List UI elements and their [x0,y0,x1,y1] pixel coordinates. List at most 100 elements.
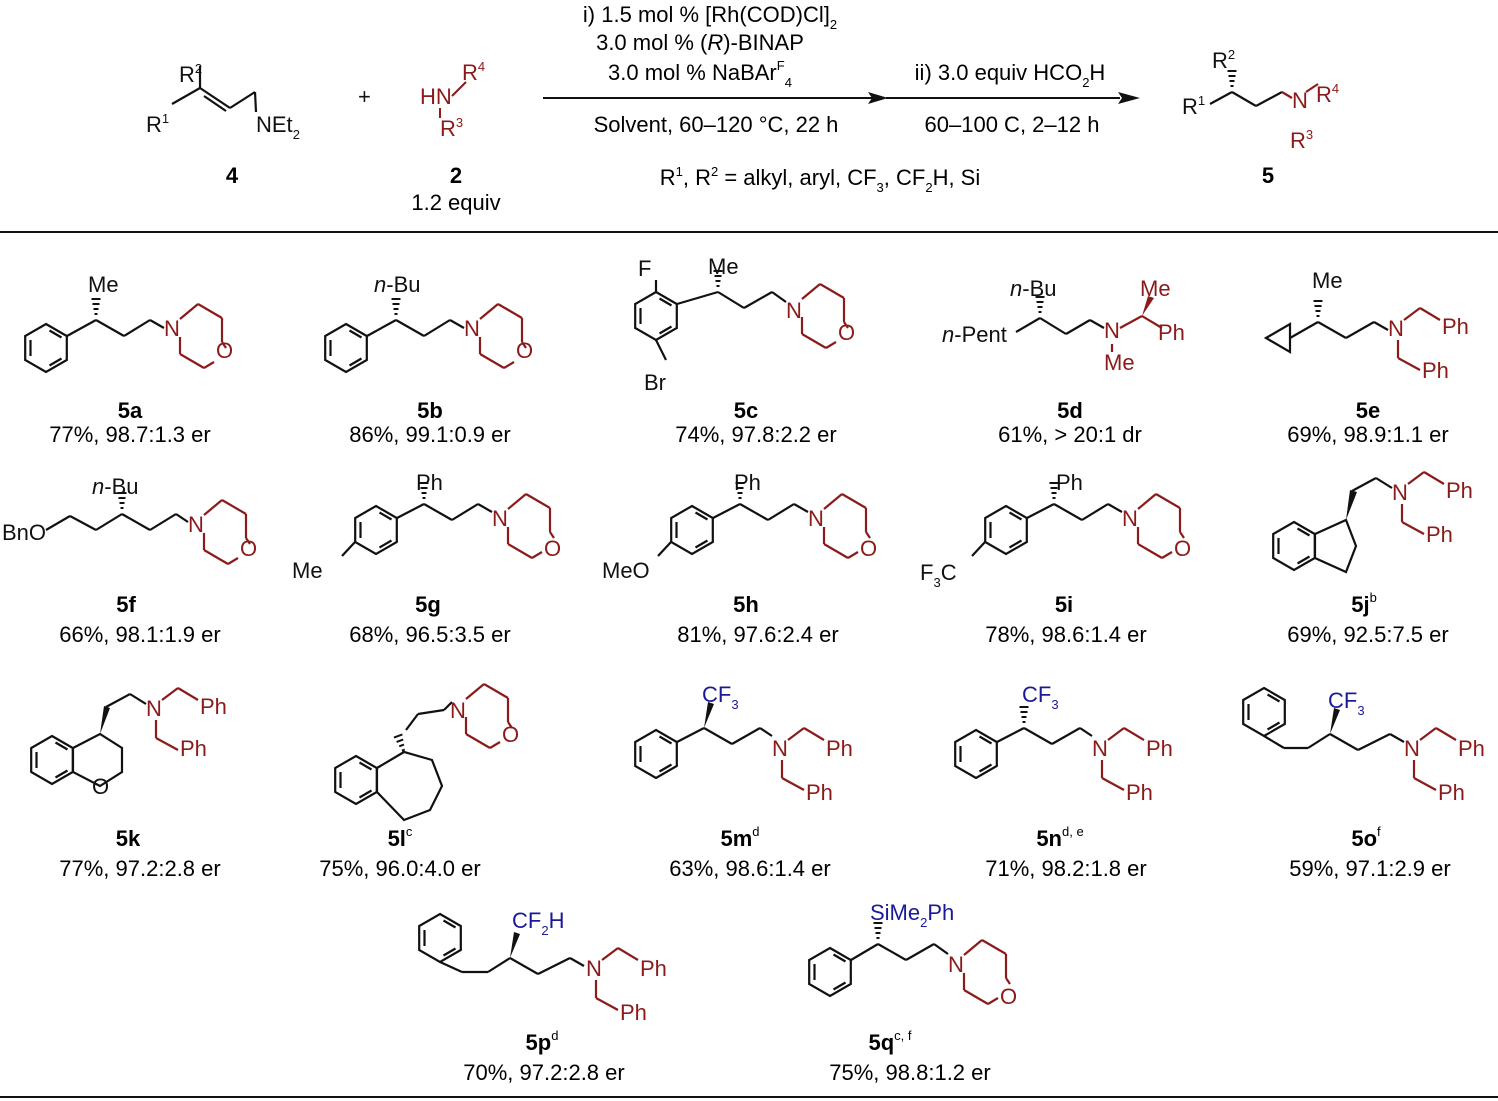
compound-id: 5pd [526,1028,559,1055]
compound-id: 5g [415,592,441,617]
n-atom: N [1122,506,1138,531]
n-atom: N [492,506,508,531]
compound-5i: F3C Ph N O 5i 78%, 98.6:1.4 er [920,470,1191,647]
o-atom: O [216,338,233,363]
result: 86%, 99.1:0.9 er [349,422,510,447]
ph-1: Ph [826,736,853,761]
ph-2: Ph [1426,522,1453,547]
step2-below: 60–100 C, 2–12 h [925,112,1100,137]
step1-below: Solvent, 60–120 °C, 22 h [594,112,839,137]
result: 77%, 98.7:1.3 er [49,422,210,447]
compound-id: 5i [1055,592,1073,617]
svg-text:3.0 mol % NaBArF4: 3.0 mol % NaBArF4 [608,58,792,90]
compound-5g: Me Ph N O 5g 68%, 96.5:3.5 er [292,470,561,647]
o-atom: O [544,536,561,561]
compound-id: 5lc [388,824,413,851]
reactant-2-structure: HN R4 R3 [420,59,485,141]
o-atom: O [1174,536,1191,561]
substituent: n-Bu [92,474,139,499]
result: 69%, 92.5:7.5 er [1287,622,1448,647]
ph-1: Ph [640,956,667,981]
svg-text:3.0 mol % (R)-BINAP: 3.0 mol % (R)-BINAP [596,30,804,55]
ph-2: Ph [806,780,833,805]
reactant-4-label: 4 [226,163,239,188]
step1-arrowhead [868,92,888,104]
substituent: Ph [734,470,761,495]
substituent: CF2H [512,908,564,938]
step2-conditions: ii) 3.0 equiv HCO2H 60–100 C, 2–12 h [915,60,1106,137]
step1-conditions: i) 1.5 mol % [Rh(COD)Cl]2 3.0 mol % (R)-… [583,2,839,137]
n-atom: N [1404,736,1420,761]
n-atom: N [450,698,466,723]
reactant-4-r2: R [179,62,195,87]
result: 63%, 98.6:1.4 er [669,856,830,881]
n-atom: N [948,952,964,977]
reactant-2-r3: R [440,116,456,141]
step2-above: ii) 3.0 equiv HCO [915,60,1083,85]
result: 74%, 97.8:2.2 er [675,422,836,447]
compound-id: 5of [1351,824,1381,851]
n-atom: N [1092,736,1108,761]
scope-note: R1, R2 = alkyl, aryl, CF3, CF2H, Si [660,164,981,195]
n-atom: N [786,298,802,323]
result: 77%, 97.2:2.8 er [59,856,220,881]
compound-5j: N Ph Ph 5jb 69%, 92.5:7.5 er [1272,470,1473,647]
product-5-r3: R [1290,128,1306,153]
para-group: Me [292,558,323,583]
n-atom: N [1392,480,1408,505]
substituent: CF3 [1022,682,1059,712]
result: 70%, 97.2:2.8 er [463,1060,624,1085]
compound-id: 5d [1057,398,1083,423]
ph-1: Ph [1442,314,1469,339]
substituent: CF3 [1328,688,1365,718]
svg-text:NEt2: NEt2 [256,112,300,142]
substituent: n-Bu [374,272,421,297]
reactant-2-equiv: 1.2 equiv [411,190,500,215]
svg-text:5a: 5a [118,398,143,423]
result: 75%, 98.8:1.2 er [829,1060,990,1085]
compound-id: 5e [1356,398,1380,423]
compound-5b: n-Bu N O 5b 86%, 99.1:0.9 er [324,272,533,447]
me-1: Me [1140,276,1171,301]
ph-1: Ph [1446,478,1473,503]
compound-5e: Me N Ph Ph 5e 69%, 98.9:1.1 er [1263,268,1469,447]
compound-5m: CF3 N Ph Ph 5md 63%, 98.6:1.4 er [634,682,853,881]
left-group: BnO [2,520,46,545]
substituent: n-Bu [1010,276,1057,301]
reactant-4-structure: R2 R1 NEt2 [146,61,300,142]
o-atom: O [1000,984,1017,1009]
compound-5o: CF3 N Ph Ph 5of 59%, 97.1:2.9 er [1242,686,1485,881]
compound-id: 5nd, e [1036,824,1083,851]
left-group: n-Pent [942,322,1007,347]
compound-5f: BnO n-Bu N O 5f 66%, 98.1:1.9 er [2,474,257,647]
compound-id: 5f [116,592,136,617]
compound-5c: F Br Me N O 5c 74%, 97.8:2.2 er [634,254,855,447]
compound-id: 5a [118,398,143,423]
result: 61%, > 20:1 dr [998,422,1142,447]
para-group: MeO [602,558,650,583]
step1-line3: 3.0 mol % NaBAr [608,60,777,85]
n-atom: N [146,696,162,721]
result: 66%, 98.1:1.9 er [59,622,220,647]
o-ring: O [92,774,109,799]
ph-2: Ph [1126,780,1153,805]
result: 81%, 97.6:2.4 er [677,622,838,647]
svg-text:R1: R1 [1182,93,1205,119]
svg-text:R3: R3 [1290,127,1313,153]
n-atom: N [464,316,480,341]
compound-id: 5c [734,398,758,423]
svg-text:R2: R2 [1212,47,1235,73]
product-5-label: 5 [1262,163,1274,188]
svg-text:R2: R2 [179,61,202,87]
me-2: Me [1104,350,1135,375]
plus-sign: + [358,84,371,109]
product-5-r4: R [1316,82,1332,107]
svg-text:i) 1.5 mol % [Rh(COD)Cl]2: i) 1.5 mol % [Rh(COD)Cl]2 [583,2,837,32]
compound-5a: Me N O 5a 77%, 98.7:1.3 er [24,272,233,447]
step2-arrowhead [1118,92,1140,104]
compound-5d: n-Pent n-Bu N Me Ph Me 5d 61%, > 20:1 dr [942,276,1185,447]
compound-id: 5h [733,592,759,617]
para-group: F3C [920,560,957,590]
svg-text:R4: R4 [1316,81,1339,107]
n-atom: N [772,736,788,761]
